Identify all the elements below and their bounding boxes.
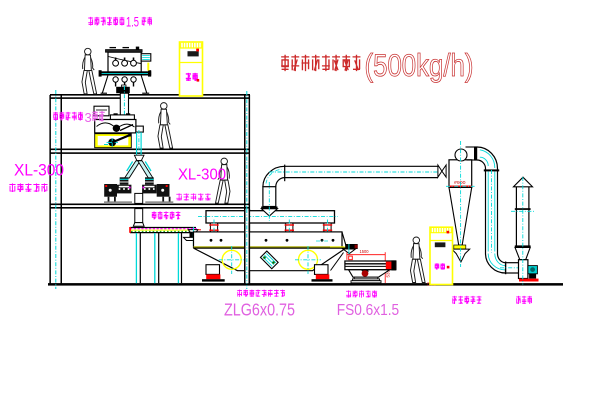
svg-text:539: 539: [385, 269, 390, 277]
svg-text:3: 3: [85, 110, 92, 125]
svg-text:XL-300: XL-300: [14, 162, 64, 180]
svg-text:1500: 1500: [360, 249, 369, 254]
svg-text:FS0.6x1.5: FS0.6x1.5: [337, 302, 400, 319]
svg-text:ZLG6x0.75: ZLG6x0.75: [224, 300, 295, 320]
svg-text:#900: #900: [454, 180, 466, 185]
svg-text:1.5: 1.5: [126, 14, 139, 29]
svg-text:XL-300: XL-300: [178, 167, 226, 184]
svg-text:(500kg/h): (500kg/h): [365, 47, 474, 83]
